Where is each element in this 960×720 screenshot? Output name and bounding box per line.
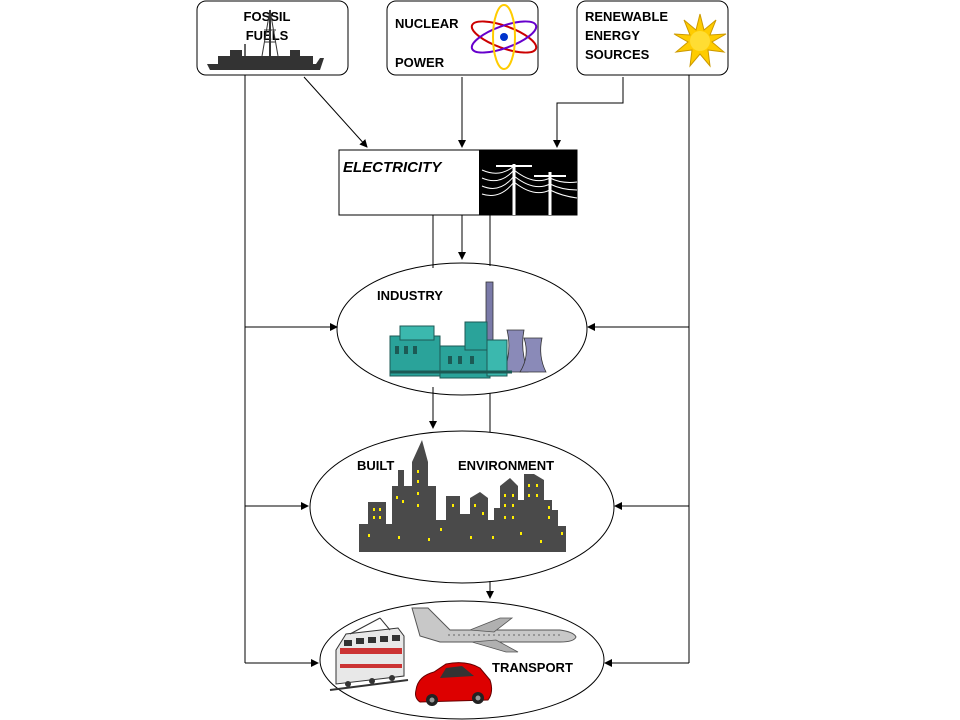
atom-icon [470, 4, 538, 70]
fossil-fuels-label-line2: FUELS [246, 28, 289, 43]
electricity-label: ELECTRICITY [343, 159, 443, 176]
fossil-fuels-box: FOSSIL FUELS [196, 0, 349, 76]
renewable-label-line3: SOURCES [585, 47, 650, 62]
sun-icon [673, 13, 727, 68]
industry-ellipse: INDUSTRY [336, 262, 588, 396]
fossil-to-electricity-arrow [303, 76, 368, 148]
car-icon [415, 662, 493, 706]
nuclear-power-label-line1: NUCLEAR [395, 16, 459, 31]
factory-icon [389, 281, 547, 379]
electricity-box: ELECTRICITY [338, 149, 578, 216]
renewable-label-line2: ENERGY [585, 28, 640, 43]
environment-label: ENVIRONMENT [458, 458, 554, 473]
renewable-label-line1: RENEWABLE [585, 9, 668, 24]
industry-label: INDUSTRY [377, 288, 443, 303]
flow-connectors [244, 75, 690, 667]
oil-rig-ship-icon [207, 9, 324, 70]
transport-ellipse: TRANSPORT [319, 600, 605, 720]
renewable-energy-box: RENEWABLE ENERGY SOURCES [576, 0, 729, 76]
train-icon [329, 617, 409, 691]
power-lines-icon [479, 150, 578, 215]
city-skyline-icon [359, 440, 566, 552]
fossil-fuels-label-line1: FOSSIL [244, 9, 291, 24]
built-label: BUILT [357, 458, 394, 473]
nuclear-power-box: NUCLEAR POWER [386, 0, 539, 76]
airplane-icon [411, 607, 577, 653]
nuclear-power-label-line2: POWER [395, 55, 445, 70]
transport-label: TRANSPORT [492, 660, 573, 675]
renewable-to-electricity-arrow [553, 77, 624, 148]
built-environment-ellipse: BUILT ENVIRONMENT [309, 430, 615, 584]
